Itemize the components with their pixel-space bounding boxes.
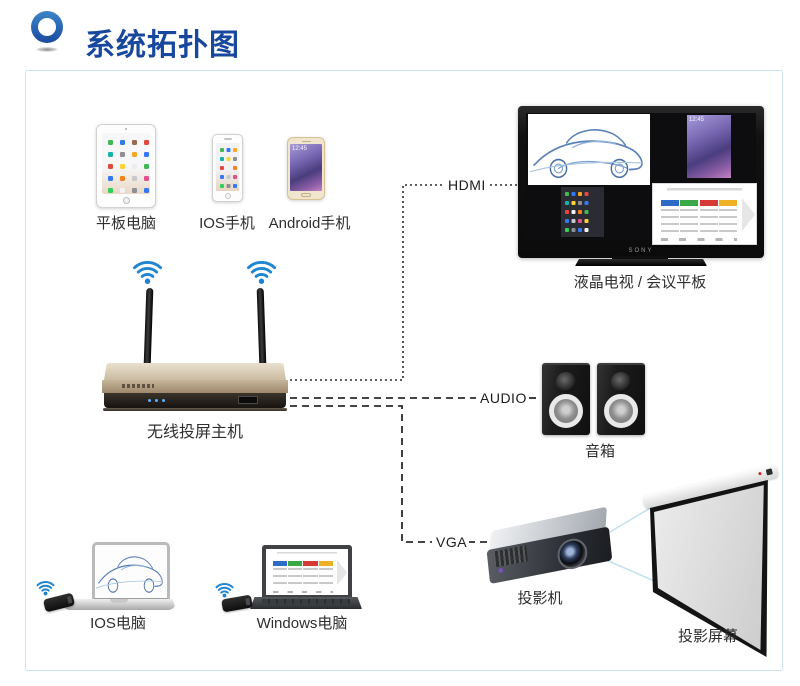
ios-computer-screen — [92, 542, 170, 600]
ring-bullet-shadow — [36, 47, 58, 52]
tv-label: 液晶电视 / 会议平板 — [573, 274, 707, 291]
hdmi-line-segment-1 — [290, 184, 445, 381]
presentation-slide-graphic — [266, 549, 348, 595]
projector-device — [484, 506, 620, 591]
speaker-left — [542, 363, 590, 435]
speaker-woofer — [549, 394, 583, 428]
android-home-button — [301, 193, 311, 197]
wifi-icon — [215, 583, 234, 598]
presentation-slide-graphic — [652, 184, 756, 244]
iphone-home-button — [224, 193, 231, 199]
windows-computer-label: Windows电脑 — [256, 615, 348, 632]
projector-beam-upper — [609, 506, 653, 533]
android-phone-label: Android手机 — [268, 215, 351, 232]
speaker-right — [597, 363, 645, 435]
tv-screen: 12:45 — [526, 113, 756, 244]
tv-quadrant-tablet-cast — [560, 186, 605, 238]
host-top-face — [104, 363, 286, 380]
car-sketch-graphic — [95, 556, 163, 593]
projection-screen-device — [642, 464, 780, 665]
tablet-device — [96, 124, 156, 208]
speakers-label: 音箱 — [584, 443, 615, 460]
tablet-label: 平板电脑 — [95, 215, 156, 232]
car-sketch-graphic — [529, 129, 644, 179]
tv-stand-base — [575, 259, 707, 266]
wifi-icon — [36, 581, 55, 596]
tablet-screen — [102, 133, 150, 194]
tv-device: 12:45 SONY — [518, 106, 764, 258]
tv-quadrant-phone-cast: 12:45 — [687, 114, 731, 179]
host-base — [103, 408, 287, 411]
android-screen: 12:45 — [290, 144, 322, 191]
windows-computer-base — [250, 597, 362, 609]
audio-label: AUDIO — [478, 390, 529, 406]
iphone-screen — [216, 143, 239, 191]
host-lower-face — [104, 393, 286, 408]
projector-label: 投影机 — [517, 590, 563, 607]
projection-screen-label: 投影屏幕 — [677, 628, 738, 645]
host-port — [238, 396, 258, 404]
projector-indicator — [498, 568, 503, 573]
vga-label: VGA — [434, 534, 470, 550]
host-front-face — [102, 380, 288, 393]
android-earpiece — [301, 140, 311, 142]
vga-line-segment-1 — [290, 405, 432, 543]
projector-beam-lower — [605, 559, 658, 583]
android-screen-time: 12:45 — [292, 146, 308, 152]
tv-stand-neck — [612, 256, 668, 260]
host-status-leds — [148, 399, 151, 402]
hdmi-label: HDMI — [446, 177, 488, 193]
iphone-earpiece — [223, 138, 232, 140]
ios-computer-label: IOS电脑 — [90, 615, 146, 632]
wireless-host-device — [102, 363, 288, 411]
speaker-tweeter — [556, 372, 576, 392]
page-title: 系统拓扑图 — [85, 29, 240, 62]
ios-phone-device — [212, 134, 243, 202]
host-label: 无线投屏主机 — [146, 424, 243, 441]
tv-quadrant-slide-cast — [652, 184, 756, 244]
android-phone-device: 12:45 — [287, 137, 325, 200]
wifi-icon — [132, 261, 163, 284]
roller-indicator-dot — [758, 471, 762, 476]
roller-end-cap — [765, 467, 773, 476]
speaker-woofer — [604, 394, 638, 428]
wifi-icon — [246, 261, 277, 284]
tablet-home-button — [122, 197, 130, 204]
tv-quadrant-car-sketch — [528, 114, 651, 186]
tablet-camera-dot — [125, 128, 127, 130]
tv-brand-text: SONY — [628, 248, 654, 254]
windows-computer-screen — [262, 545, 352, 599]
ios-phone-label: IOS手机 — [199, 215, 255, 232]
speaker-tweeter — [611, 372, 631, 392]
ring-bullet-icon — [31, 11, 63, 43]
tv-phone-screen-time: 12:45 — [689, 116, 705, 123]
ios-computer-base — [62, 599, 176, 610]
